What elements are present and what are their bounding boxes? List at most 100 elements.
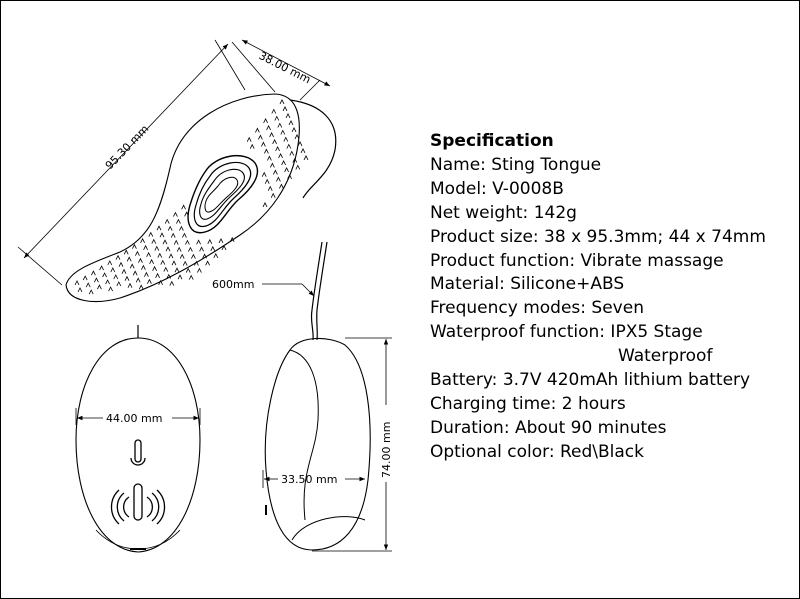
texture-spike (210, 245, 216, 251)
texture-spike (77, 287, 83, 293)
texture-spike (297, 141, 303, 147)
texture-spike (94, 277, 99, 283)
texture-spike (115, 254, 121, 260)
texture-spike (105, 279, 110, 285)
spec-product-size: Product size: 38 x 95.3mm; 44 x 74mm (430, 226, 766, 247)
texture-spike (151, 238, 157, 244)
texture-spike (144, 271, 149, 277)
dim-side-height: 74.00 mm (312, 337, 393, 552)
texture-spike (173, 239, 179, 245)
texture-spike (171, 260, 177, 266)
texture-spike (288, 120, 294, 126)
texture-spike (156, 225, 162, 231)
texture-spike (124, 275, 130, 281)
texture-spike (272, 139, 277, 145)
texture-spike (176, 246, 182, 252)
texture-spike (164, 218, 170, 224)
texture-spike (138, 284, 144, 290)
texture-spike (292, 157, 298, 163)
texture-spike (263, 118, 268, 124)
texture-spike (188, 246, 193, 252)
texture-spike (294, 134, 300, 140)
texture-spike (249, 143, 255, 149)
texture-spike (132, 270, 138, 276)
texture-spike (267, 185, 273, 191)
vibration-icon (110, 483, 166, 525)
dim-side-height-label: 74.00 mm (380, 422, 393, 478)
texture-spike (205, 260, 210, 266)
texture-spike (273, 169, 278, 175)
texture-spike (141, 264, 146, 270)
texture-spike (261, 141, 266, 147)
texture-spike (274, 115, 280, 121)
texture-spike (283, 136, 289, 142)
texture-spike (255, 127, 260, 133)
texture-spike (300, 148, 306, 154)
spec-battery: Battery: 3.7V 420mAh lithium battery (430, 370, 751, 391)
dim-side-depth: 33.50 mm (262, 470, 365, 488)
texture-spike (179, 253, 185, 259)
spec-frequency-modes: Frequency modes: Seven (430, 298, 644, 319)
texture-spike (138, 257, 143, 263)
texture-spike (162, 239, 168, 245)
texture-spike (123, 249, 129, 255)
texture-spike (160, 259, 166, 265)
texture-spike (74, 280, 80, 286)
texture-spike (291, 127, 297, 133)
texture-spike (197, 267, 202, 273)
texture-spike (170, 232, 176, 238)
texture-spike (191, 253, 196, 259)
texture-spike (121, 268, 127, 274)
texture-spike (176, 218, 181, 224)
texture-spike (167, 225, 173, 231)
texture-spike (155, 272, 160, 278)
texture-spike (110, 267, 116, 273)
texture-spike (113, 274, 119, 280)
texture-spike (267, 155, 272, 161)
texture-spike (280, 129, 286, 135)
texture-spike (88, 289, 94, 295)
spec-net-weight: Net weight: 142g (430, 202, 577, 223)
texture-spike (182, 232, 187, 238)
texture-spike (264, 148, 269, 154)
texture-spike (258, 134, 263, 140)
texture-spike (82, 275, 88, 281)
texture-spike (207, 238, 213, 244)
texture-spike (135, 277, 141, 283)
texture-spike (282, 106, 288, 112)
side-view (264, 241, 371, 551)
texture-spike (285, 113, 291, 119)
texture-spike (158, 279, 163, 285)
texture-spike (277, 122, 283, 128)
texture-spike (269, 132, 274, 138)
texture-spike (135, 250, 140, 256)
texture-spike (129, 263, 135, 269)
texture-spike (262, 202, 268, 208)
spec-name: Name: Sting Tongue (430, 154, 602, 175)
dim-length-top-label: 95.30 mm (103, 122, 152, 172)
texture-spike (194, 260, 199, 266)
texture-spike (279, 183, 284, 189)
texture-spike (173, 211, 178, 217)
texture-spike (118, 261, 124, 267)
texture-spike (284, 167, 289, 173)
texture-spike (149, 258, 154, 264)
front-view (75, 325, 201, 553)
texture-spike (218, 238, 224, 244)
texture-spike (279, 99, 285, 105)
dim-cable: 600mm (212, 278, 315, 297)
front-body (75, 337, 201, 553)
texture-spike (169, 280, 175, 286)
texture-spike (278, 153, 283, 159)
texture-spike (270, 192, 276, 198)
center-pad (187, 155, 259, 234)
texture-spike (166, 273, 172, 279)
texture-spike (266, 125, 271, 131)
texture-spike (116, 281, 122, 287)
texture-spike (281, 160, 286, 166)
texture-spike (99, 265, 104, 271)
texture-spike (174, 267, 180, 273)
dim-front-width-label: 44.00 mm (106, 412, 162, 425)
texture-spike (229, 236, 235, 242)
texture-spike (152, 265, 157, 271)
